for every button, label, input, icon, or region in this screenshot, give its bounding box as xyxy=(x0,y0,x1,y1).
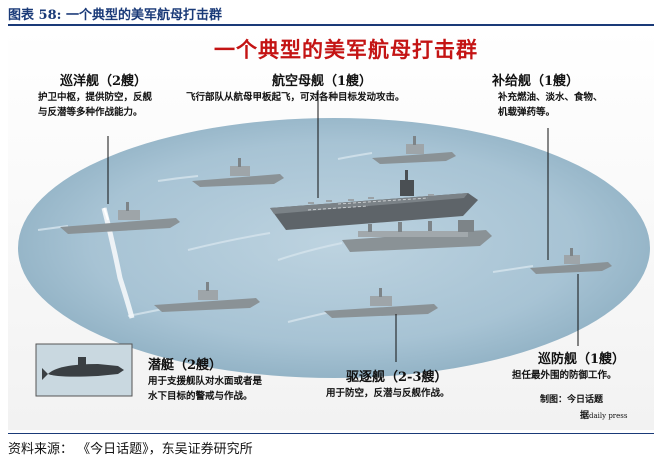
destroyer-ship-icon xyxy=(372,136,456,164)
frigate-description: 担任最外围的防御工作。 xyxy=(512,368,617,383)
submarine-label: 潜艇（2艘） xyxy=(148,358,223,373)
credit-line: 制图：今日话题 xyxy=(540,395,604,405)
bottom-rule xyxy=(8,433,654,434)
submarine-description: 用于支援舰队对水面或者是 水下目标的警戒与作战。 xyxy=(148,374,262,404)
destroyer-ship-icon xyxy=(154,282,260,312)
destroyer-description-line: 用于防空，反潜与反舰作战。 xyxy=(326,388,450,399)
sea-illustration xyxy=(8,28,654,430)
destroyer-label: 驱逐舰（2-3艘） xyxy=(346,370,448,385)
supply-description: 补充燃油、淡水、食物、 机载弹药等。 xyxy=(498,90,603,120)
supply-label: 补给舰（1艘） xyxy=(492,74,580,89)
leader-lines xyxy=(107,90,579,362)
sea-ellipse xyxy=(18,118,650,378)
carrier-description-line: 飞行部队从航母甲板起飞，可对各种目标发动攻击。 xyxy=(186,92,405,103)
supply-description-line: 补充燃油、淡水、食物、 xyxy=(498,92,603,103)
supply-ship-icon xyxy=(342,220,492,252)
frigate-description-line: 担任最外围的防御工作。 xyxy=(512,370,617,381)
carrier-label: 航空母舰（1艘） xyxy=(272,74,373,89)
carrier-strike-group-infographic: 一个典型的美军航母打击群 巡洋舰（2艘） 护卫中枢，提供防空，反舰 与反潜等多种… xyxy=(8,28,654,430)
submarine-inset xyxy=(35,343,133,397)
cruiser-description-line: 护卫中枢，提供防空，反舰 xyxy=(38,92,153,103)
credit-source-prefix: 据 xyxy=(580,411,590,421)
submarine-icon xyxy=(48,364,124,377)
top-rule xyxy=(8,24,654,26)
cruiser-ship-icon xyxy=(192,158,284,187)
submarine-description-line: 水下目标的警戒与作战。 xyxy=(148,391,253,402)
cruiser-description: 护卫中枢，提供防空，反舰 与反潜等多种作战能力。 xyxy=(38,90,152,120)
destroyer-ship-icon xyxy=(324,288,438,318)
destroyer-description: 用于防空，反潜与反舰作战。 xyxy=(326,386,450,401)
cruiser-description-line: 与反潜等多种作战能力。 xyxy=(38,107,143,118)
submarine-description-line: 用于支援舰队对水面或者是 xyxy=(148,376,263,387)
supply-description-line: 机载弹药等。 xyxy=(498,107,556,118)
credit-source: 据daily press xyxy=(580,408,627,421)
frigate-ship-icon xyxy=(530,248,612,274)
frigate-label: 巡防舰（1艘） xyxy=(538,352,626,367)
carrier-ship-icon xyxy=(270,170,478,230)
source-note: 资料来源： 《今日话题》，东吴证券研究所 xyxy=(8,442,253,457)
credit-source-name: daily press xyxy=(589,412,628,420)
infographic-title: 一个典型的美军航母打击群 xyxy=(214,37,478,62)
carrier-description: 飞行部队从航母甲板起飞，可对各种目标发动攻击。 xyxy=(186,90,405,105)
figure-label: 图表 58: 一个典型的美军航母打击群 xyxy=(8,8,222,23)
missile-icon xyxy=(103,207,109,221)
cruiser-ship-icon xyxy=(60,202,180,234)
cruiser-label: 巡洋舰（2艘） xyxy=(60,74,148,89)
